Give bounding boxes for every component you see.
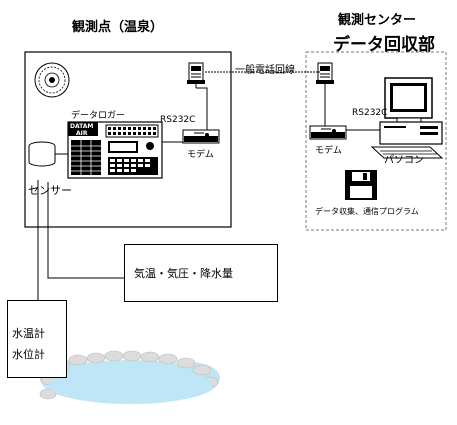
center-modem-device	[309, 125, 347, 140]
site-modem-device	[182, 129, 220, 144]
water-level-label: 水位計	[12, 348, 45, 361]
phone-line-label: 一般電話回線	[235, 65, 295, 76]
center-rs232c-label: RS232C	[352, 108, 388, 118]
floppy-disk-icon	[345, 170, 377, 200]
weather-sensor-box	[124, 244, 278, 302]
software-label: データ収集、通信プログラム	[315, 207, 419, 216]
weather-label: 気温・気圧・降水量	[134, 267, 233, 280]
center-title: 観測センター	[338, 13, 417, 28]
water-temp-label: 水温計	[12, 327, 45, 340]
center-modem-label: モデム	[315, 146, 342, 156]
sensor-label: センサー	[28, 184, 72, 197]
logger-brand-line1: DATAM	[70, 123, 94, 130]
site-telephone-icon	[187, 62, 205, 84]
logger-label: データロガー	[71, 111, 126, 121]
center-subtitle: データ回収部	[333, 35, 435, 55]
data-logger-device	[67, 121, 163, 179]
sensor-device	[28, 141, 56, 167]
center-telephone-icon	[316, 62, 334, 84]
pc-label: パソコン	[384, 155, 424, 166]
antenna-icon	[34, 62, 70, 98]
water-sensor-box	[7, 300, 67, 378]
site-modem-label: モデム	[187, 150, 214, 160]
site-rs232c-label: RS232C	[160, 115, 196, 125]
logger-brand-line2: AIR	[76, 130, 88, 137]
computer-device	[370, 77, 444, 159]
site-title: 観測点（温泉）	[72, 20, 164, 35]
hot-spring-pool	[39, 350, 220, 404]
